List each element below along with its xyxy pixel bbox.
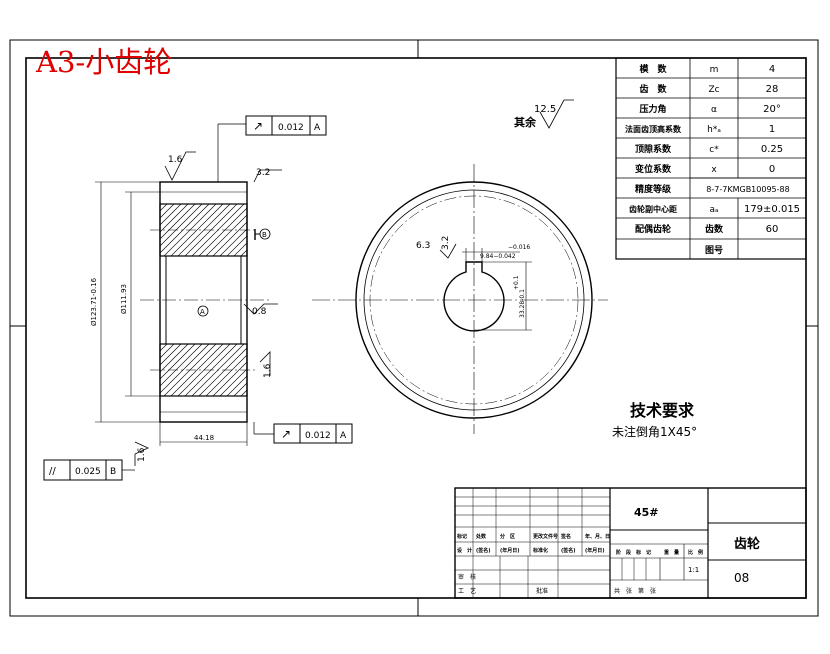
tb-row2-label-1: (签名) <box>476 547 491 554</box>
tech-note: 未注倒角1X45° <box>612 424 697 439</box>
param-symbol-8: 齿数 <box>705 223 724 235</box>
tol-bottom-value: 0.012 <box>305 431 331 441</box>
roughness-marks <box>134 151 457 466</box>
tb-row2-label-5: (年月日) <box>585 547 605 554</box>
bore-dia-dim: Ø111.93 <box>120 284 128 314</box>
datum-a-circle <box>197 305 209 317</box>
param-name-7: 齿轮副中心距 <box>629 204 677 214</box>
material: 45# <box>634 506 659 519</box>
title-block-text: 45# 齿轮 08 1:1 共 张 第 张 审 核 工 艺 批准 标记 处数 分 区… <box>456 506 760 595</box>
param-name-5: 变位系数 <box>635 163 672 175</box>
param-symbol-7: aₐ <box>709 205 718 215</box>
approve-label: 批准 <box>536 587 548 595</box>
review-label: 审 核 <box>458 573 476 581</box>
param-symbol-3: h*ₐ <box>707 125 721 135</box>
tol-parallel-value: 0.025 <box>75 467 101 477</box>
tb-row-label-0: 标记 <box>456 533 467 540</box>
other-roughness-value: 12.5 <box>534 104 556 115</box>
hatch-upper <box>159 203 248 257</box>
roughness-face-left: 1.6 <box>168 155 183 165</box>
param-value-0: 4 <box>769 64 775 75</box>
tb-row-label-2: 分 区 <box>500 533 515 540</box>
param-table: 模 数 m 4 齿 数 Zc 28 压力角 α 20° 法面齿顶高系数 h*ₐ 1 顶隙系数 c* 0.25… <box>615 57 807 260</box>
outer-dia-dim: Ø123.71-0.16 <box>90 277 98 326</box>
param-value-6: 8-7-7KMGB10095-88 <box>706 185 789 194</box>
datum-b-circle <box>259 228 271 240</box>
param-value-5: 0 <box>769 164 775 175</box>
tol-top-symbol: ↗ <box>253 119 263 133</box>
param-symbol-2: α <box>711 105 717 115</box>
drawing-number: 08 <box>734 571 749 585</box>
tol-top-datum: A <box>314 123 321 133</box>
left-dimensions <box>95 181 248 446</box>
param-symbol-1: Zc <box>708 85 719 95</box>
tol-bottom-symbol: ↗ <box>281 427 291 441</box>
scale-ratio: 1:1 <box>688 566 699 574</box>
tb-stage-label-0: 阶 段 标 记 <box>616 549 651 556</box>
key-width-tol: −0.016 <box>508 244 530 251</box>
tech-title: 技术要求 <box>630 401 695 420</box>
tb-row2-label-2: (年月日) <box>500 547 520 554</box>
tb-row-label-5: 年、月、日 <box>585 533 610 540</box>
param-value-7: 179±0.015 <box>744 204 800 215</box>
param-name-4: 顶隙系数 <box>635 143 672 155</box>
tb-row2-label-3: 标准化 <box>532 547 548 554</box>
tolerance-frame-top: ↗ 0.012 A <box>217 115 327 182</box>
tb-row-label-4: 签名 <box>560 533 571 540</box>
sheets-label: 共 张 第 张 <box>614 587 656 595</box>
param-name-0: 模 数 <box>639 63 667 75</box>
outer-frame <box>9 39 819 617</box>
other-roughness-symbol <box>539 99 574 129</box>
key-width-dim: 9.84−0.042 <box>480 253 516 260</box>
front-view <box>312 164 608 434</box>
param-value-3: 1 <box>769 124 775 135</box>
process-label: 工 艺 <box>458 587 476 595</box>
param-value-4: 0.25 <box>761 144 783 155</box>
param-name-8: 配偶齿轮 <box>635 223 671 235</box>
tb-stage-label-1: 重 量 <box>664 549 679 556</box>
section-view <box>140 181 272 423</box>
param-name-2: 压力角 <box>639 103 666 115</box>
tol-parallel-symbol: // <box>49 466 56 477</box>
hatch-lower <box>159 343 248 397</box>
tb-stage-label-2: 比 例 <box>688 549 703 556</box>
other-roughness-label: 其余 <box>514 115 537 129</box>
tb-row-label-1: 处数 <box>475 533 487 540</box>
param-symbol-5: x <box>711 165 717 175</box>
tolerance-frame-bottom: ↗ 0.012 A <box>253 422 353 444</box>
datum-a-label: A <box>200 308 205 316</box>
part-name: 齿轮 <box>734 536 760 552</box>
roughness-bore: 0.8 <box>252 307 267 317</box>
roughness-side: 1.6 <box>263 363 273 378</box>
title-block <box>454 487 807 599</box>
key-depth-tol: +0.1 <box>513 275 520 290</box>
param-value-8: 60 <box>766 224 779 235</box>
watermark-title: A3-小齿轮 <box>35 45 172 79</box>
tol-bottom-datum: A <box>340 431 347 441</box>
roughness-face-right: 3.2 <box>256 168 270 178</box>
param-symbol-0: m <box>710 65 719 75</box>
tb-row2-label-4: (签名) <box>561 547 576 554</box>
width-dim: 44.18 <box>194 434 214 442</box>
param-name-6: 精度等级 <box>635 183 672 195</box>
tol-parallel-datum: B <box>110 467 116 477</box>
tb-row2-label-0: 设 计 <box>457 547 472 554</box>
roughness-keyway-b: 3.2 <box>441 236 451 250</box>
param-name-3: 法面齿顶高系数 <box>625 124 682 134</box>
roughness-bottom: 1.6 <box>137 447 147 462</box>
roughness-keyway-a: 6.3 <box>416 241 430 251</box>
tb-row-label-3: 更改文件号 <box>533 533 558 540</box>
inner-frame <box>25 57 807 599</box>
param-symbol-4: c* <box>709 145 719 155</box>
param-symbol-9: 图号 <box>705 245 723 256</box>
datum-b-label: B <box>262 231 267 239</box>
param-value-1: 28 <box>766 84 779 95</box>
tol-top-value: 0.012 <box>278 123 304 133</box>
tolerance-frame-parallel: // 0.025 B <box>43 459 135 481</box>
param-name-1: 齿 数 <box>639 83 667 95</box>
param-value-2: 20° <box>763 104 781 115</box>
key-depth-dim: 33.28-0.1 <box>519 289 526 318</box>
keyway-dims <box>462 248 532 331</box>
